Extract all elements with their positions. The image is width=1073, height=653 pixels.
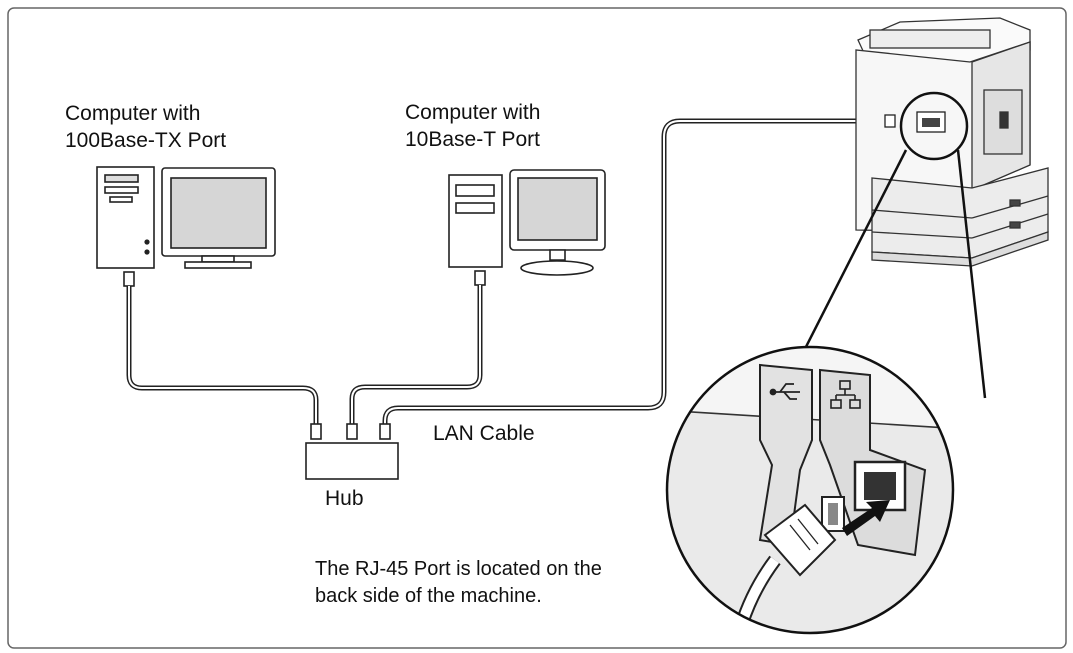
drawer-line bbox=[971, 195, 1049, 219]
magnifier-ring bbox=[899, 91, 969, 161]
computer-100base-tx bbox=[96, 166, 276, 287]
drawer-slot bbox=[1009, 199, 1021, 207]
usb-icon-stroke bbox=[783, 391, 797, 400]
monitor-stand bbox=[549, 249, 566, 261]
drive-bay bbox=[104, 174, 139, 183]
port-zoom-detail bbox=[667, 347, 953, 633]
rj45-plug-large bbox=[763, 503, 837, 577]
zoom-leader-right bbox=[956, 149, 987, 399]
network-icon bbox=[830, 380, 861, 409]
usb-icon-stroke bbox=[779, 383, 794, 393]
rj45-plug bbox=[474, 270, 486, 286]
hub bbox=[305, 423, 399, 480]
cable-inner bbox=[351, 285, 481, 424]
drive-bay bbox=[104, 186, 139, 194]
rj45-note-line2: back side of the machine. bbox=[315, 585, 542, 607]
hub-label: Hub bbox=[325, 487, 364, 510]
machine-handle bbox=[999, 111, 1009, 129]
insert-arrow bbox=[842, 500, 890, 536]
drawer-line bbox=[871, 231, 973, 239]
multifunction-machine bbox=[855, 17, 1049, 267]
rj45-plug bbox=[310, 423, 322, 440]
monitor-stand bbox=[201, 255, 235, 263]
tower-case bbox=[96, 166, 155, 269]
machine-scanner bbox=[869, 29, 991, 49]
drive-bay bbox=[455, 184, 495, 197]
monitor-base bbox=[184, 261, 252, 269]
monitor-screen bbox=[170, 177, 267, 249]
usb-icon bbox=[769, 383, 800, 400]
monitor-base bbox=[520, 260, 594, 276]
computer-10base-t bbox=[448, 169, 606, 286]
usb-socket-inner bbox=[828, 503, 838, 525]
hub-box bbox=[305, 442, 399, 480]
cable-to-plug-highlight bbox=[730, 557, 780, 633]
rj45-plug bbox=[123, 271, 135, 287]
zoom-circle-border bbox=[665, 345, 955, 635]
drawer-line bbox=[871, 209, 973, 219]
computer2-label-line1: Computer with bbox=[405, 101, 540, 124]
drive-bay bbox=[109, 196, 133, 203]
computer1-label-line1: Computer with bbox=[65, 102, 200, 125]
drawer-slot bbox=[1009, 221, 1021, 229]
rj45-note-line1: The RJ-45 Port is located on the bbox=[315, 558, 602, 580]
monitor-screen bbox=[517, 177, 598, 241]
port-detail-small-plug bbox=[922, 118, 940, 127]
plug-line bbox=[789, 524, 811, 551]
network-icon-stroke bbox=[835, 389, 856, 400]
lan-port-on-machine bbox=[884, 114, 896, 128]
rj45-socket-inner bbox=[864, 472, 896, 500]
cable-inner bbox=[384, 120, 888, 424]
rj45-plug bbox=[346, 423, 358, 440]
plug-line bbox=[797, 518, 819, 545]
power-led bbox=[144, 249, 150, 255]
computer2-label-line2: 10Base-T Port bbox=[405, 128, 540, 151]
lan-cables-inner bbox=[128, 120, 888, 424]
computer1-label-line2: 100Base-TX Port bbox=[65, 129, 226, 152]
drive-bay bbox=[455, 202, 495, 214]
lan-cable-label: LAN Cable bbox=[433, 422, 535, 445]
usb-icon-stroke bbox=[769, 388, 777, 396]
cable-inner bbox=[128, 286, 317, 424]
machine-base bbox=[871, 231, 1049, 267]
rj45-plug bbox=[379, 423, 391, 440]
power-led bbox=[144, 239, 150, 245]
